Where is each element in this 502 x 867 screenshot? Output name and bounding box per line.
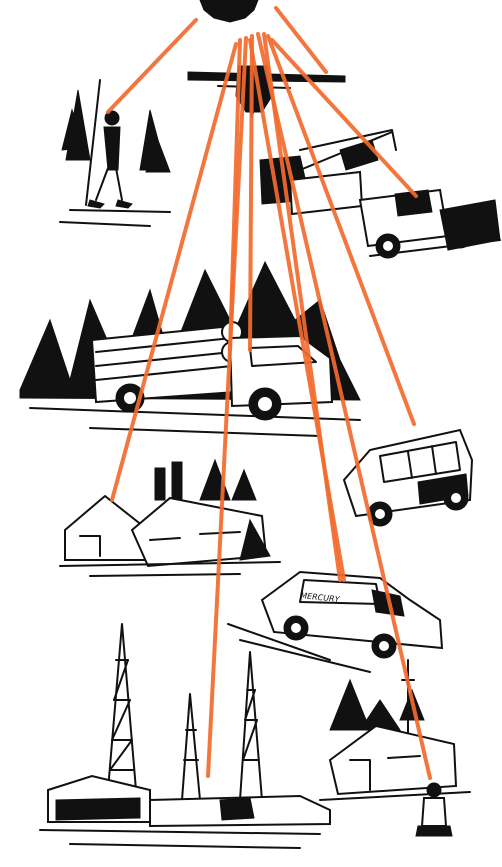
radio-beam-2 [276, 8, 326, 72]
factory-scene [60, 460, 280, 576]
delivery-van-scene: MERCURY [228, 572, 442, 672]
radio-beam-4 [208, 38, 246, 776]
station-wagon-scene [344, 430, 472, 526]
sitting-person-scene [416, 783, 452, 836]
radio-beam-5 [250, 36, 252, 350]
oil-field-scene [40, 624, 330, 848]
cabin-scene [320, 660, 470, 800]
transmitter-emblem-icon [200, 0, 258, 22]
radio-beam-1 [108, 20, 196, 112]
